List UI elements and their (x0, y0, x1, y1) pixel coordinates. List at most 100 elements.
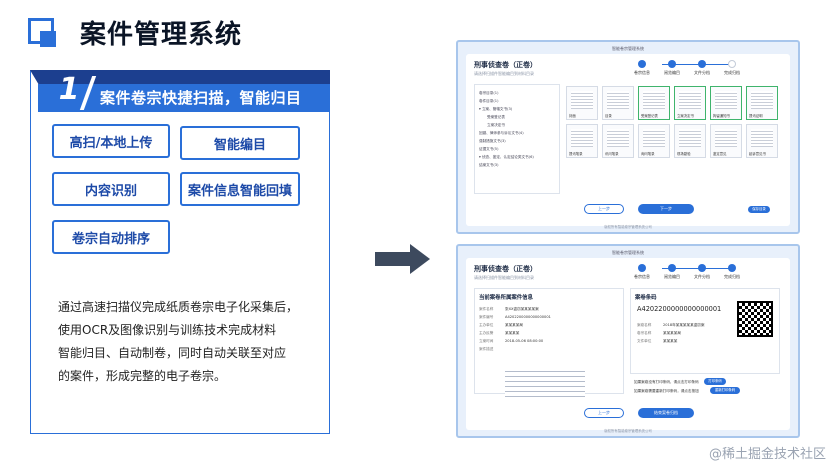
stepper: 卷宗信息 阅览编目 文件分档 完成归档 (634, 264, 740, 280)
description-line: 的案件，形成完整的电子卷宗。 (58, 369, 227, 383)
page-thumbnail[interactable]: 现场勘验 (674, 124, 706, 158)
prev-button[interactable]: 上一步 (584, 204, 624, 214)
page-title: 案件管理系统 (80, 20, 243, 50)
tree-item[interactable]: 证据文书(5) (479, 147, 499, 151)
footer-copyright: 版权所有智能卷宗管理系统公司 (604, 225, 652, 229)
print-hint: 如果案卷没有打印条码，请点击打印条码 (634, 380, 699, 384)
reprint-barcode-button[interactable]: 重新打印条码 (710, 387, 740, 394)
page-thumbnail[interactable]: 封面 (566, 86, 598, 120)
feature-chip-autofill: 案件信息智能回填 (180, 172, 300, 206)
page-thumbnail[interactable]: 提讯笔录 (566, 124, 598, 158)
step-2: 阅览编目 (664, 264, 680, 280)
window-title: 智能卷宗管理系统 (612, 46, 644, 51)
step-dot (668, 60, 676, 68)
step-1: 卷宗信息 (634, 60, 650, 76)
tree-item[interactable]: 卷宗目录(1) (479, 91, 499, 95)
screenshot-archive: 智能卷宗管理系统 刑事侦查卷（正卷） 请选择扫描件智能编目到材料目录 卷宗信息 … (456, 244, 800, 438)
tree-item[interactable]: 立案决定书 (487, 123, 505, 127)
catalog-tree: 卷宗目录(1) 卷件目录(1) ▾ 立案、管辖文书(3) 受案登记表 立案决定书… (474, 84, 560, 194)
reprint-hint: 如果案卷需要重新打印条码，请点击按钮 (634, 389, 699, 393)
step-dot (728, 60, 736, 68)
window-title: 智能卷宗管理系统 (612, 250, 644, 255)
prev-button[interactable]: 上一步 (584, 408, 624, 418)
barcode-row: 卷宗名称某某某某局 (637, 331, 681, 335)
info-row: 主办单位某某某某局 (479, 323, 523, 327)
tree-item[interactable]: 卷件目录(1) (479, 99, 499, 103)
tree-item[interactable]: 强制措施文书(3) (479, 139, 506, 143)
tree-item[interactable]: ▾ 侦查、鉴定、认定结论类文书(6) (479, 155, 534, 159)
feature-chip-recognition: 内容识别 (52, 172, 170, 206)
qr-code-icon (737, 301, 773, 337)
tree-item[interactable]: 回避、律师参与诉讼文书(4) (479, 131, 524, 135)
step-3: 文件分档 (694, 60, 710, 76)
barcode-ops: 如果案卷没有打印条码，请点击打印条码 如果案卷需要重新打印条码，请点击按钮 (634, 378, 699, 396)
section-heading: 案件卷宗快捷扫描，智能归目 (100, 89, 302, 107)
case-description-text (505, 367, 585, 397)
catalog-panel: 刑事侦查卷（正卷） 请选择扫描件智能编目到材料目录 卷宗信息 阅览编目 文件分档… (466, 54, 790, 226)
step-progress-line (662, 268, 732, 269)
footer-copyright: 版权所有智能卷宗管理系统公司 (604, 429, 652, 433)
step-4: 完成归档 (724, 60, 740, 76)
save-catalog-button[interactable]: 保存目录 (748, 206, 770, 213)
page-thumbnail[interactable]: 讯问笔录 (602, 124, 634, 158)
page-thumbnails: 封面 目录 受案登记表 立案决定书 拘留通知书 提讯证明 提讯笔录 讯问笔录 询… (566, 86, 782, 158)
page-thumbnail[interactable]: 提讯证明 (746, 86, 778, 120)
tree-item[interactable]: 结案文书(3) (479, 163, 499, 167)
case-info-heading: 当前案卷所属案件信息 (479, 295, 533, 301)
watermark: @稀土掘金技术社区 (708, 447, 826, 462)
feature-description: 通过高速扫描仪完成纸质卷宗电子化采集后， 使用OCR及图像识别与训练技术完成材料… (58, 296, 320, 388)
step-1: 卷宗信息 (634, 264, 650, 280)
stepper: 卷宗信息 阅览编目 文件分档 完成归档 (634, 60, 740, 76)
page-thumbnail[interactable]: 拘留通知书 (710, 86, 742, 120)
description-line: 通过高速扫描仪完成纸质卷宗电子化采集后， (58, 300, 299, 314)
feature-chip-sort: 卷宗自动排序 (52, 220, 170, 254)
step-progress-line (662, 64, 732, 65)
finish-archive-button[interactable]: 结束案卷归档 (638, 408, 694, 418)
step-dot (638, 60, 646, 68)
page-thumbnail[interactable]: 目录 (602, 86, 634, 120)
step-dot (638, 264, 646, 272)
tree-item[interactable]: 受案登记表 (487, 115, 505, 119)
step-3: 文件分档 (694, 264, 710, 280)
section-number: 1 (58, 72, 80, 107)
page-thumbnail[interactable]: 立案决定书 (674, 86, 706, 120)
description-line: 智能归目、自动制卷，同时自动关联至对应 (58, 346, 287, 360)
info-row: 主办民警某某某某 (479, 331, 520, 335)
screenshot-catalog: 智能卷宗管理系统 刑事侦查卷（正卷） 请选择扫描件智能编目到材料目录 卷宗信息 … (456, 40, 800, 234)
logo-square-filled (40, 31, 56, 47)
print-barcode-button[interactable]: 打印条码 (704, 378, 726, 385)
info-row: 案件名称张XX盗窃某某某某案 (479, 307, 539, 311)
next-button[interactable]: 下一步 (638, 204, 694, 214)
tree-item[interactable]: ▾ 立案、管辖文书(3) (479, 107, 513, 111)
page-thumbnail[interactable]: 起诉意见书 (746, 124, 778, 158)
step-2: 阅览编目 (664, 60, 680, 76)
page-thumbnail[interactable]: 询问笔录 (638, 124, 670, 158)
page-thumbnail[interactable]: 鉴定意见 (710, 124, 742, 158)
step-dot (698, 60, 706, 68)
feature-chip-upload: 高扫/本地上传 (52, 124, 170, 158)
right-arrow-head (410, 244, 430, 274)
feature-chip-catalog: 智能编目 (180, 126, 300, 160)
info-row: 案件描述 (479, 347, 494, 351)
panel-title: 刑事侦查卷（正卷） (474, 61, 537, 69)
right-arrow-icon (375, 252, 415, 266)
feature-card-header: 1 案件卷宗快捷扫描，智能归目 (30, 70, 330, 114)
barcode-heading: 案卷条码 (635, 295, 657, 301)
step-dot (698, 264, 706, 272)
barcode-row: 文件单位某某某某 (637, 339, 678, 343)
step-dot (728, 264, 736, 272)
panel-subtitle: 请选择扫描件智能编目到材料目录 (474, 71, 534, 76)
step-dot (668, 264, 676, 272)
description-line: 使用OCR及图像识别与训练技术完成材料 (58, 323, 277, 337)
panel-title: 刑事侦查卷（正卷） (474, 265, 537, 273)
archive-panel: 刑事侦查卷（正卷） 请选择扫描件智能编目到材料目录 卷宗信息 阅览编目 文件分档… (466, 258, 790, 430)
step-4: 完成归档 (724, 264, 740, 280)
page-thumbnail[interactable]: 受案登记表 (638, 86, 670, 120)
barcode-number: A4202200000000000001 (637, 305, 722, 313)
panel-subtitle: 请选择扫描件智能编目到材料目录 (474, 275, 534, 280)
